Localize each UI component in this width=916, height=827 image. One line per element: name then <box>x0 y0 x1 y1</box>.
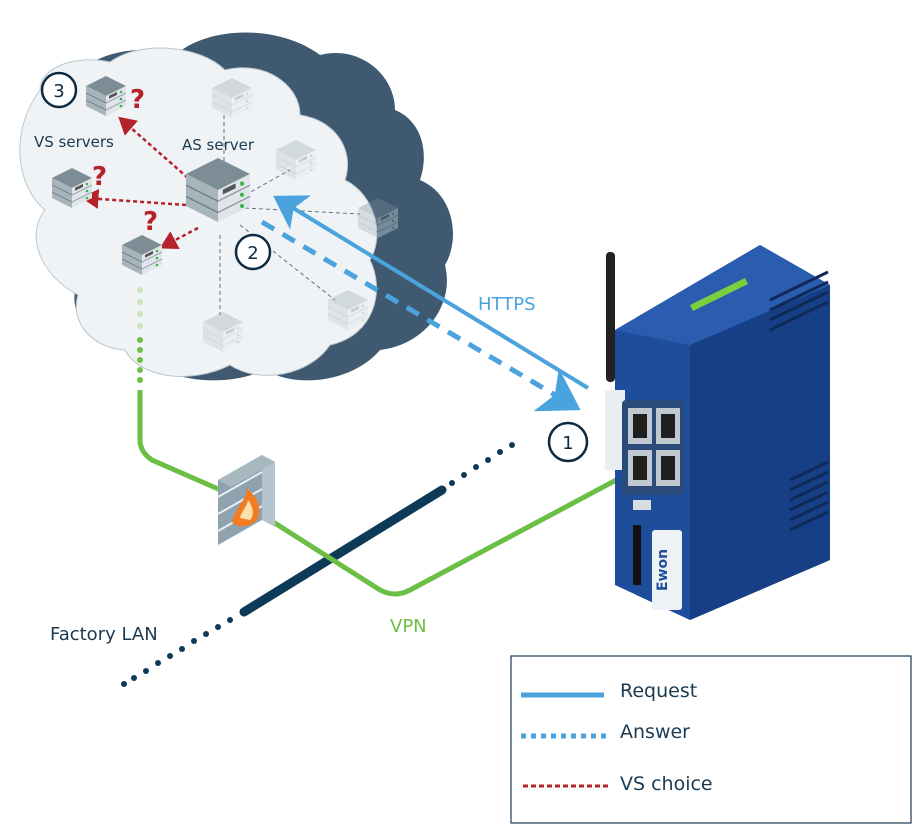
vpn-cloud-dots-faded <box>137 287 143 329</box>
legend-item-answer: Answer <box>521 721 690 743</box>
ewon-device: Ewon <box>605 245 830 620</box>
vpn-label: VPN <box>390 616 427 637</box>
question-mark: ? <box>130 85 145 115</box>
as-server-label: AS server <box>182 136 255 154</box>
step-2: 2 <box>234 233 272 271</box>
legend-item-request: Request <box>521 680 697 702</box>
vpn-cloud-dots <box>137 337 143 383</box>
cloud-face <box>19 47 378 377</box>
question-mark: ? <box>92 162 107 192</box>
factory-lan-dots <box>121 442 515 687</box>
question-marks: ? ? ? <box>92 85 158 237</box>
svg-text:2: 2 <box>247 243 258 264</box>
svg-text:1: 1 <box>562 433 573 454</box>
https-label: HTTPS <box>478 294 536 315</box>
antenna-icon <box>606 252 615 382</box>
led-strip <box>690 278 748 311</box>
sd-slot <box>633 525 641 585</box>
brand-text: Ewon <box>655 549 671 591</box>
svg-text:Answer: Answer <box>620 721 690 743</box>
vpn-line-lower <box>268 467 637 597</box>
vs-servers-label: VS servers <box>34 133 114 151</box>
firewall-icon <box>217 455 275 545</box>
svg-text:VS choice: VS choice <box>620 773 713 795</box>
factory-lan-label: Factory LAN <box>50 624 158 645</box>
legend: Request Answer VS choice <box>510 655 912 824</box>
answer-arrow <box>260 219 581 412</box>
usb-port <box>633 500 651 510</box>
svg-text:Request: Request <box>620 680 697 702</box>
step-1: 1 <box>547 421 589 463</box>
request-arrow <box>273 195 590 390</box>
vs-choice-arrows <box>81 116 199 249</box>
vent-slots <box>769 270 829 532</box>
step-3: 3 <box>40 71 78 109</box>
brand-label <box>652 530 682 610</box>
legend-item-vs-choice: VS choice <box>523 773 713 795</box>
question-mark: ? <box>143 207 158 237</box>
vpn-line-upper <box>137 390 234 498</box>
factory-lan-line <box>239 485 447 617</box>
svg-text:3: 3 <box>53 81 64 102</box>
